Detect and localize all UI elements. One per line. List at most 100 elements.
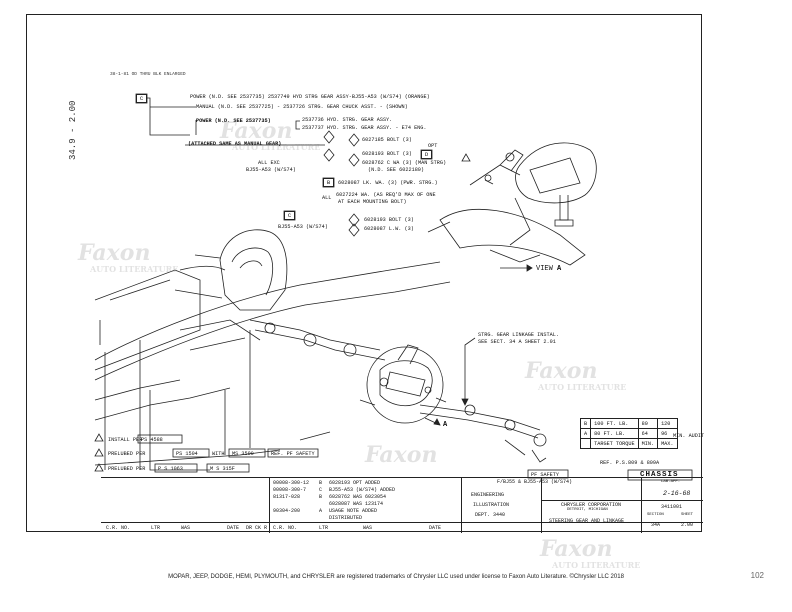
corp: CHRYSLER CORPORATION bbox=[561, 502, 622, 508]
models: F/BJ55 & BJ55-A53 (W/S74) bbox=[497, 479, 573, 485]
callout-letter-b: B bbox=[323, 178, 334, 187]
engineering: ENGINEERING bbox=[471, 492, 505, 498]
change-desc: DISTRIBUTED bbox=[329, 515, 363, 521]
washer-req-note-2: AT EACH MOUNTING BOLT) bbox=[338, 199, 407, 205]
with-label: WITH bbox=[212, 451, 225, 457]
footer-trademark: MOPAR, JEEP, DODGE, HEMI, PLYMOUTH, and … bbox=[168, 574, 624, 580]
col-was-2: WAS bbox=[363, 525, 373, 531]
sheet-value: 2.00 bbox=[681, 522, 694, 528]
date: 2-16-68 bbox=[663, 490, 691, 497]
change-desc: USAGE NOTE ADDED bbox=[329, 508, 378, 514]
lock-washer-note-2: 6028087 L.W. (3) bbox=[364, 226, 414, 232]
torque-side-min: MIN. AUDIT bbox=[673, 433, 705, 439]
lock-washer-note: 6028087 LK. WA. (3) (PWR. STRG.) bbox=[338, 180, 438, 186]
power-gear-label: POWER (N.D. SEE 2537735) bbox=[196, 118, 271, 124]
with2-ref: M S 315F bbox=[210, 466, 235, 472]
install-label: INSTALL PER bbox=[108, 437, 143, 443]
torque-max: 120 bbox=[657, 418, 678, 429]
torque-key: A bbox=[579, 428, 592, 439]
bj55-label-a: BJ55-A53 (W/S74) bbox=[246, 167, 296, 173]
page-number: 102 bbox=[750, 571, 764, 580]
city: DETROIT, MICHIGAN bbox=[567, 508, 608, 512]
col-drcr: DR CK R bbox=[246, 525, 268, 531]
change-num: 90304-200 bbox=[273, 508, 301, 514]
torque-key: B bbox=[579, 418, 592, 429]
with-ref: MS 3590 bbox=[232, 451, 254, 457]
change-desc: 6028087 WAS 123174 bbox=[329, 501, 384, 507]
bj55-label-b: BJ55-A53 (W/S74) bbox=[278, 224, 328, 230]
torque-key bbox=[579, 438, 592, 449]
drawing-number: 3411001 bbox=[661, 504, 683, 510]
callout-letter-d: D bbox=[421, 150, 432, 159]
change-ltr: C bbox=[319, 487, 323, 493]
col-was: WAS bbox=[181, 525, 191, 531]
view-label: VIEW A bbox=[536, 265, 561, 274]
callout-letter-c1: C bbox=[136, 94, 147, 103]
torque-desc: TARGET TORQUE bbox=[590, 438, 639, 449]
torque-min: MIN. bbox=[637, 438, 659, 449]
col-cr-2: C.R. NO. bbox=[273, 525, 298, 531]
bolt-note-3: 6028193 BOLT (3) bbox=[364, 217, 414, 223]
power-gear-option-a: 2537736 HYD. STRG. GEAR ASSY. bbox=[302, 117, 393, 123]
install-ref: PS 4588 bbox=[141, 437, 163, 443]
col-ltr-2: LTR bbox=[319, 525, 329, 531]
change-num: 00008-300-12 bbox=[273, 480, 310, 486]
change-ltr: B bbox=[319, 480, 323, 486]
power-gear-option-b: 2537737 HYD. STRG. GEAR ASSY. - E74 ENG. bbox=[302, 125, 427, 131]
detail-letter-a: A bbox=[443, 421, 448, 429]
torque-desc: 80 FT. LB. bbox=[590, 428, 639, 439]
ref-safety: REF. PF SAFETY bbox=[271, 451, 315, 457]
torque-ref: REF. P.S.809 & 809A bbox=[600, 460, 660, 466]
drawing-frame bbox=[26, 14, 702, 532]
lab-label: LAB.APP. bbox=[661, 480, 681, 484]
prelubed-label: PRELUBED PER bbox=[108, 451, 146, 457]
change-num: 00008-300-7 bbox=[273, 487, 307, 493]
change-desc: 6028762 WAS 6023054 bbox=[329, 494, 387, 500]
power-gear-note: POWER (N.D. SEE 2537735) 2537749 HYD STR… bbox=[190, 94, 430, 100]
prelubed2-ref: P S 1063 bbox=[158, 466, 183, 472]
section-value: 34A bbox=[651, 522, 661, 528]
change-ltr: A bbox=[319, 508, 323, 514]
top-note: 38-1-81 OD THRU BLK ENLARGED bbox=[110, 72, 186, 77]
bolt-note-1: 6027185 BOLT (3) bbox=[362, 137, 412, 143]
bolt-note-2: 6028193 BOLT (3) bbox=[362, 151, 412, 157]
change-desc: 6028193 OPT ADDED bbox=[329, 480, 381, 486]
torque-max: MAX. bbox=[657, 438, 678, 449]
view-letter: A bbox=[557, 265, 562, 273]
opt-note: OPT bbox=[428, 143, 438, 149]
view-text: VIEW bbox=[536, 265, 553, 273]
sheet-label: SHEET bbox=[681, 513, 694, 517]
linkage-note-1: STRG. GEAR LINKAGE INSTAL. bbox=[478, 332, 559, 338]
washer-req-note: 6027224 WA. (AS REQ'D MAX OF ONE bbox=[336, 192, 436, 198]
col-date-2: DATE bbox=[429, 525, 442, 531]
torque-desc: 100 FT. LB. bbox=[590, 418, 639, 429]
chassis-title: CHASSIS bbox=[640, 471, 679, 479]
attached-note: (ATTACHED SAME AS MANUAL GEAR) bbox=[188, 141, 282, 147]
all-exc-label: ALL EXC bbox=[258, 160, 280, 166]
all-label: ALL bbox=[322, 195, 332, 201]
subject: STEERING GEAR AND LINKAGE bbox=[549, 518, 625, 524]
col-ltr: LTR bbox=[151, 525, 161, 531]
change-ltr: B bbox=[319, 494, 323, 500]
prelubed-ref: PS 1504 bbox=[176, 451, 198, 457]
col-date: DATE bbox=[227, 525, 240, 531]
linkage-note-2: SEE SECT. 34 A SHEET 2.01 bbox=[478, 339, 556, 345]
callout-letter-c2: C bbox=[284, 211, 295, 220]
col-cr: C.R. NO. bbox=[106, 525, 131, 531]
washer-nd-note: (N.D. SEE 6022180) bbox=[368, 167, 425, 173]
change-desc: BJ55-A53 (W/S74) ADDED bbox=[329, 487, 396, 493]
prelubed2-label: PRELUBED PER bbox=[108, 466, 146, 472]
manual-gear-note: MANUAL (N.D. SEE 2537725) - 2537726 STRG… bbox=[196, 104, 408, 110]
torque-min: 64 bbox=[637, 428, 659, 439]
dept: DEPT. 3440 bbox=[475, 512, 506, 518]
change-num: 81317-028 bbox=[273, 494, 301, 500]
torque-min: 80 bbox=[637, 418, 659, 429]
pf-safety: PF SAFETY bbox=[531, 472, 560, 478]
illustration: ILLUSTRATION bbox=[473, 502, 510, 508]
